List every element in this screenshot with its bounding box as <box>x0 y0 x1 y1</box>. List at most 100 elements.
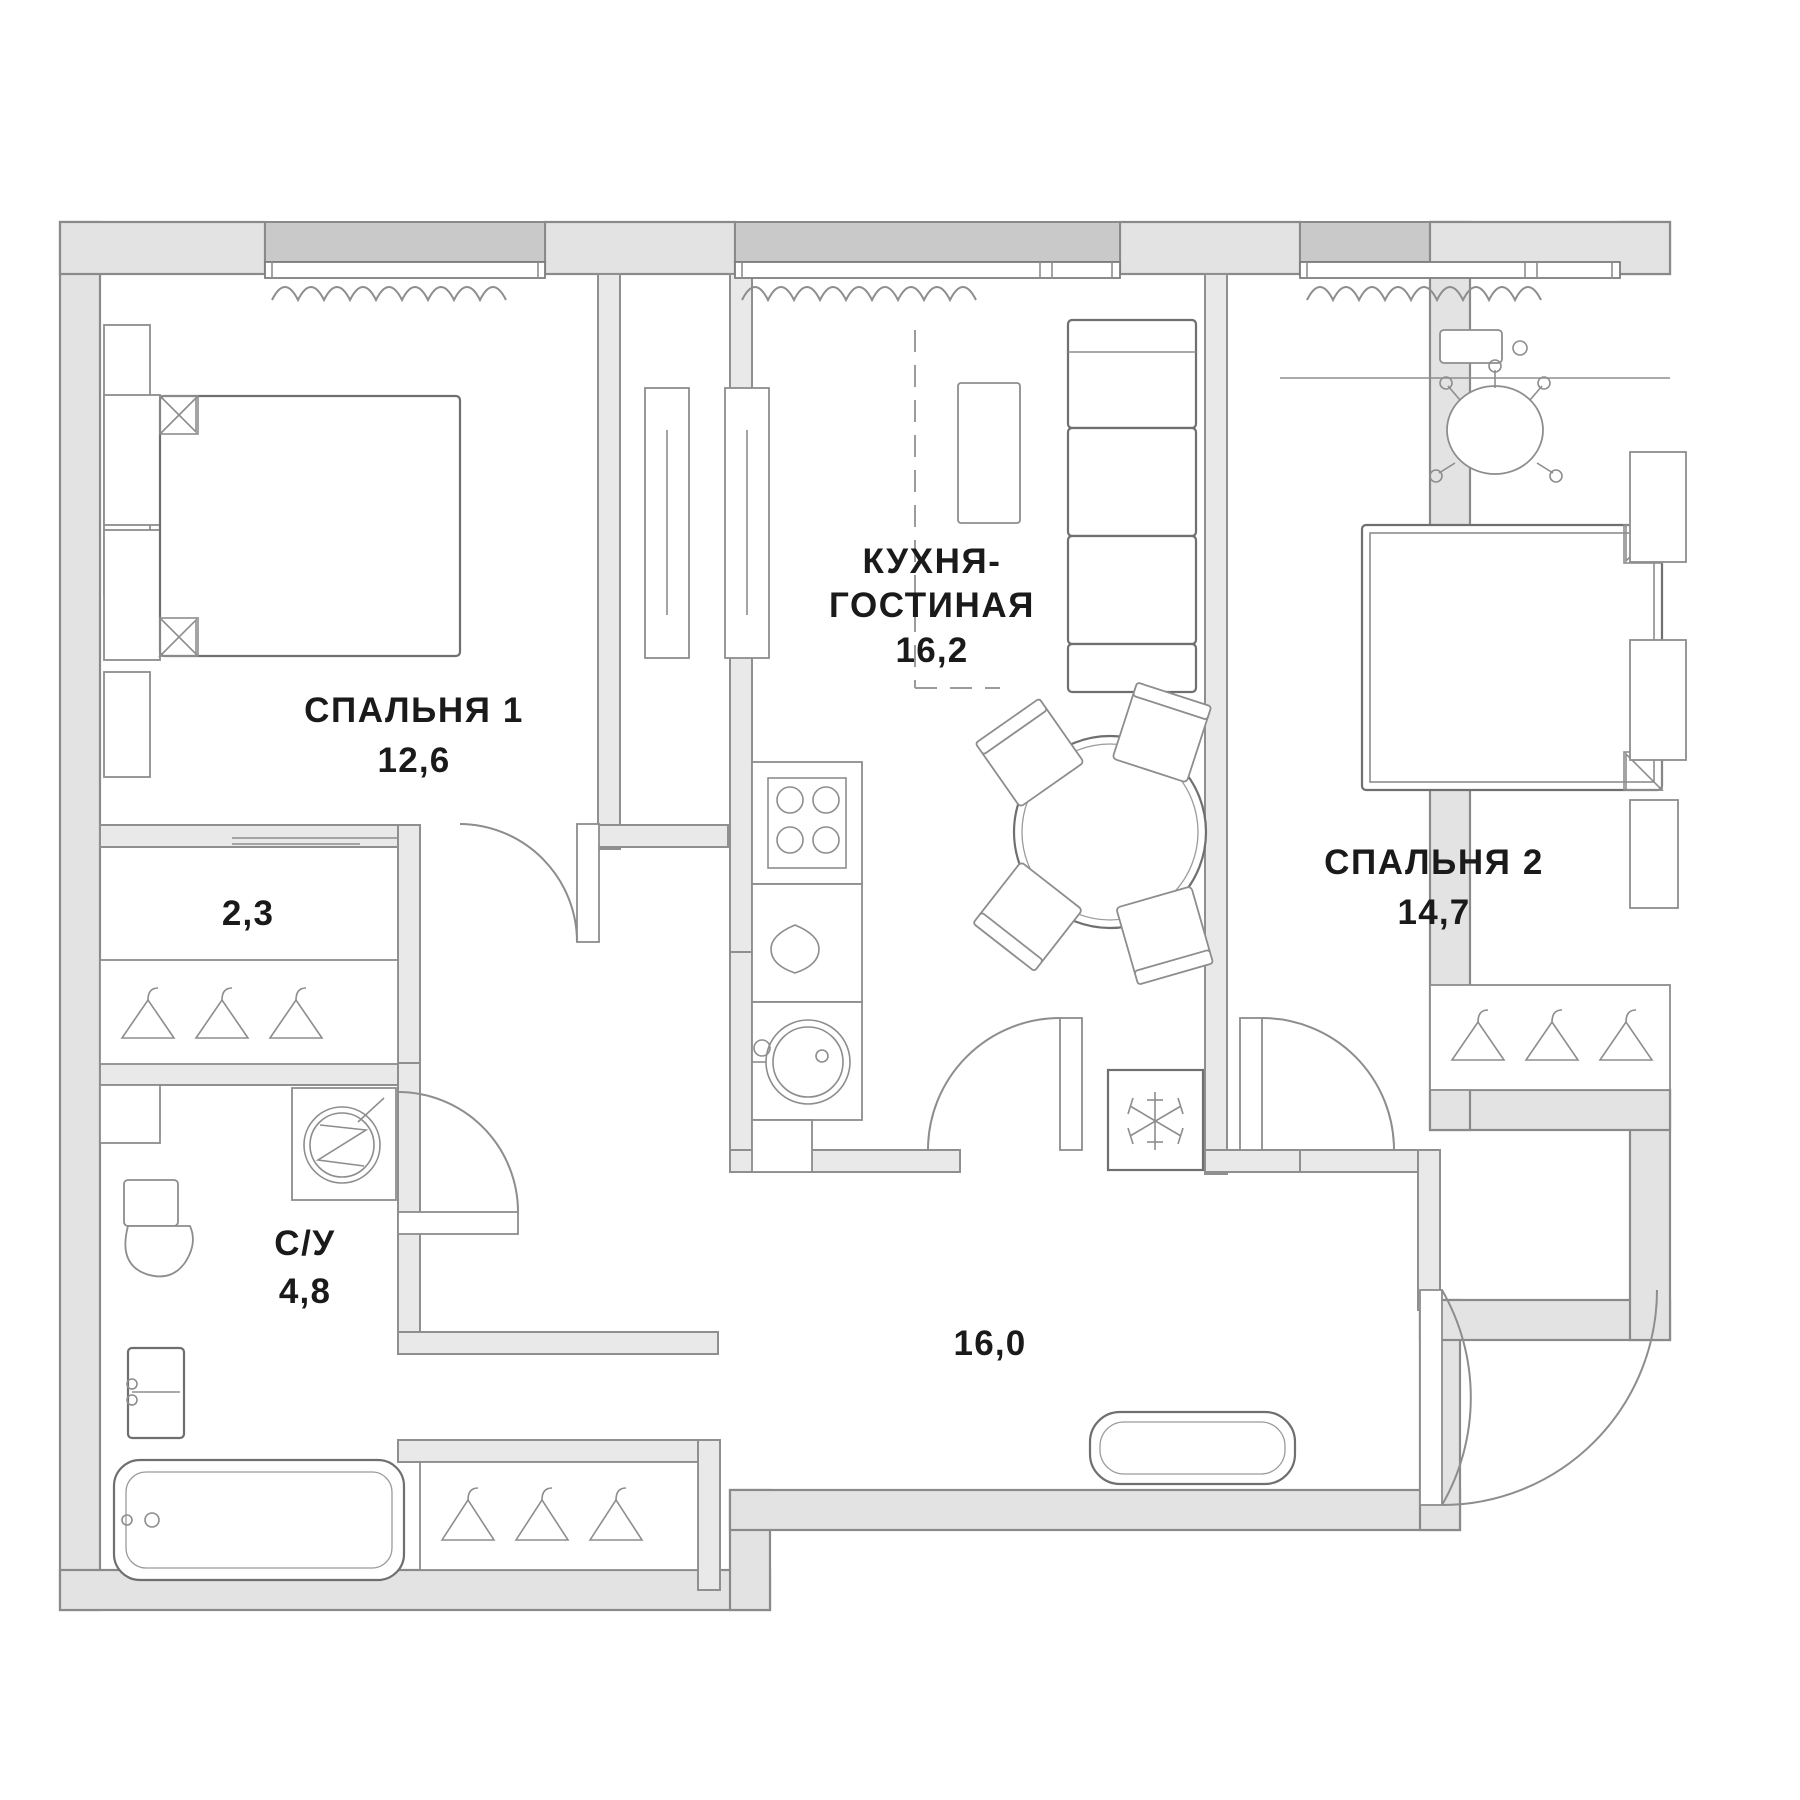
label-bedroom2-name: СПАЛЬНЯ 2 <box>1324 843 1544 882</box>
bed-fold-bottom <box>159 617 199 657</box>
desk-lamp <box>1429 359 1563 483</box>
bathtub-drain <box>144 1512 160 1528</box>
door-arc-bedroom2 <box>1261 1017 1395 1151</box>
door-kitchen <box>927 1017 1083 1151</box>
bed1-sideboard <box>103 671 151 778</box>
wall-right-midvert <box>1628 1088 1672 1342</box>
label-closet-area: 2,3 <box>222 894 274 933</box>
door-arc-kitchen <box>927 1017 1061 1151</box>
wall-spandrel-1 <box>264 221 546 263</box>
closet-rail-shelf <box>99 959 399 1065</box>
label-hallway-area: 16,0 <box>954 1324 1027 1363</box>
hall-bench-inner <box>1099 1421 1286 1475</box>
toilet-cistern <box>123 1179 179 1227</box>
sink-faucet-head <box>753 1039 771 1057</box>
toilet-bowl <box>124 1225 194 1278</box>
wall-bathroom-bottom <box>397 1331 719 1355</box>
nightstand2-lower <box>1629 639 1687 761</box>
label-bathroom-area: 4,8 <box>279 1272 331 1311</box>
nightstand-lower <box>103 529 161 661</box>
door-leaf-entry <box>1419 1289 1443 1506</box>
dining-chair-se <box>1116 886 1214 985</box>
bathtub <box>112 1458 406 1582</box>
label-bathroom-name: С/У <box>274 1224 336 1263</box>
dining-chair-nw <box>975 698 1084 807</box>
door-arc-entry-sweep <box>1441 1289 1658 1506</box>
nightstand2-foot <box>1629 799 1679 909</box>
nightstand2-upper <box>1629 451 1687 563</box>
lower-cabinet <box>751 1119 813 1173</box>
door-arc-bedroom1 <box>459 823 578 943</box>
bedroom2-furniture <box>1280 329 1687 1091</box>
wall-bedroom1-right <box>597 273 621 850</box>
wall-spandrel-2 <box>734 221 1121 263</box>
wall-hall-closet-right <box>697 1439 721 1591</box>
bedroom1-furniture <box>103 324 770 778</box>
door-entry <box>1419 1289 1658 1506</box>
label-kitchen-name-line2: ГОСТИНАЯ <box>829 586 1035 625</box>
sofa-arm <box>1066 642 1198 694</box>
windows-group <box>264 261 1621 303</box>
clothes-hanger-icon <box>194 987 250 1039</box>
sink-basin-small <box>770 924 820 974</box>
washbasin-tap-2 <box>126 1394 138 1406</box>
door-bathroom <box>397 1091 519 1235</box>
door-arc-bathroom <box>397 1091 519 1213</box>
desk-object-dot <box>1512 340 1528 356</box>
label-bedroom1-name: СПАЛЬНЯ 1 <box>304 691 524 730</box>
label-bedroom2-area: 14,7 <box>1398 893 1471 932</box>
window-bedroom1 <box>264 261 546 279</box>
door-bedroom2 <box>1239 1017 1395 1151</box>
bed-corner-sq-bottom <box>159 617 199 657</box>
radiator-kitchen <box>741 286 977 303</box>
dining-table-round <box>1012 734 1208 930</box>
bed-double-body <box>1360 523 1664 792</box>
wall-bottom-mid <box>728 1488 1462 1532</box>
wall-top-pier-1 <box>58 220 267 276</box>
closet-furniture <box>99 837 399 1065</box>
radiator-bedroom2 <box>1306 286 1542 303</box>
wall-closet-bottom <box>99 1062 421 1086</box>
door-leaf-bedroom1 <box>576 823 600 943</box>
cooktop-burner-2 <box>812 786 840 814</box>
wall-top-pier-3 <box>1118 220 1302 276</box>
cooktop-plate <box>767 777 847 869</box>
window-bedroom2 <box>1299 261 1621 279</box>
bed-fold-top <box>159 395 199 435</box>
clothes-hanger-icon <box>514 1487 570 1541</box>
sofa-seat-2 <box>1066 426 1198 538</box>
room-labels: СПАЛЬНЯ 1 12,6 КУХНЯ- ГОСТИНАЯ 16,2 СПАЛ… <box>222 542 1544 1363</box>
sofa-seat-3 <box>1066 534 1198 646</box>
clothes-hanger-icon <box>440 1487 496 1541</box>
washbasin <box>126 1346 186 1440</box>
hall-wardrobe-shelf <box>419 1461 699 1571</box>
tv-unit <box>957 382 1021 524</box>
clothes-hanger-icon <box>1598 1009 1654 1061</box>
wall-left-exterior <box>58 220 102 1612</box>
radiator-bedroom1 <box>271 286 507 303</box>
kitchen-sink-drain <box>815 1049 829 1063</box>
window-kitchen <box>734 261 1121 279</box>
wall-closet-right <box>397 824 421 1086</box>
clothes-hanger-icon <box>120 987 176 1039</box>
washer-marker <box>357 1097 385 1123</box>
wall-kitchen-right <box>1204 273 1228 1175</box>
door-leaf-kitchen <box>1059 1017 1083 1151</box>
bathtub-tap <box>121 1514 133 1526</box>
washer-drum-inner <box>309 1112 375 1178</box>
clothes-hanger-icon <box>1524 1009 1580 1061</box>
bathroom-fixtures <box>99 1084 406 1582</box>
bedroom2-wardrobe-shelf <box>1429 984 1671 1091</box>
door-arc-entry <box>1441 1289 1472 1506</box>
wall-bedroom2-bottom-vert <box>1417 1149 1441 1311</box>
dining-table-inner <box>1021 743 1199 921</box>
doors-group <box>397 823 1658 1506</box>
cooktop-burner-4 <box>812 826 840 854</box>
bath-shelf-box <box>99 1084 161 1144</box>
bed-single-body <box>158 394 462 658</box>
door-bedroom1 <box>459 823 600 943</box>
label-bedroom1-area: 12,6 <box>378 741 451 780</box>
nightstand-upper <box>103 394 161 526</box>
washbasin-tap-1 <box>126 1378 138 1390</box>
